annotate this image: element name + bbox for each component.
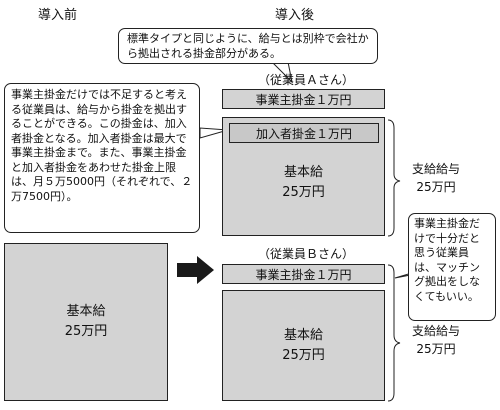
employee-b-base-salary-line1: 基本給	[283, 328, 323, 343]
employee-a-base-salary-line1: 基本給	[283, 165, 323, 180]
employee-b-paid-salary: 支給給与 25万円	[404, 322, 468, 358]
employee-a-member-contribution: 加入者掛金１万円	[229, 123, 379, 143]
left-callout: 事業主掛金だけでは不足すると考える従業員は、給与から掛金を拠出することができる。…	[4, 83, 200, 233]
heading-before: 導入前	[38, 8, 78, 23]
brace-a	[387, 119, 401, 237]
arrow-right	[177, 256, 214, 284]
brace-b	[387, 264, 401, 402]
left-callout-pointer	[199, 127, 229, 139]
top-callout: 標準タイプと同じように、給与とは別枠で会社から拠出される掛金部分がある。	[118, 28, 378, 64]
employee-b-employer-contribution-text: 事業主掛金１万円	[255, 267, 352, 282]
employee-a-employer-contribution: 事業主掛金１万円	[222, 89, 385, 109]
employee-a-paid-salary-line2: 25万円	[416, 180, 456, 194]
employee-b-employer-contribution: 事業主掛金１万円	[222, 264, 385, 284]
before-base-salary-box: 基本給 25万円	[4, 243, 168, 401]
employee-a-employer-contribution-text: 事業主掛金１万円	[255, 92, 352, 107]
employee-b-base-salary-box: 基本給 25万円	[222, 290, 385, 401]
employee-a-paid-salary: 支給給与 25万円	[404, 160, 468, 196]
before-base-salary: 基本給 25万円	[5, 302, 167, 342]
before-base-salary-line2: 25万円	[64, 324, 108, 339]
employee-a-paid-salary-line1: 支給給与	[411, 162, 460, 176]
employee-a-member-contribution-text: 加入者掛金１万円	[255, 126, 352, 141]
left-callout-text: 事業主掛金だけでは不足すると考える従業員は、給与から掛金を拠出することができる。…	[11, 88, 193, 203]
heading-after: 導入後	[275, 8, 315, 23]
top-callout-text: 標準タイプと同じように、給与とは別枠で会社から拠出される掛金部分がある。	[127, 32, 369, 60]
employee-b-label: （従業員Ｂさん）	[258, 247, 355, 261]
before-base-salary-line1: 基本給	[66, 304, 106, 319]
employee-b-paid-salary-line1: 支給給与	[411, 324, 460, 338]
right-callout-text: 事業主掛金だけで十分だと思う従業員は、マッチング拠出をしなくてもいい。	[414, 217, 480, 303]
employee-a-base-salary-box: 加入者掛金１万円 基本給 25万円	[222, 117, 385, 236]
employee-a-label: （従業員Ａさん）	[258, 73, 355, 87]
employee-a-base-salary: 基本給 25万円	[223, 163, 384, 203]
employee-a-base-salary-line2: 25万円	[282, 185, 325, 200]
right-callout: 事業主掛金だけで十分だと思う従業員は、マッチング拠出をしなくてもいい。	[408, 213, 496, 321]
employee-b-base-salary: 基本給 25万円	[223, 326, 384, 366]
employee-b-paid-salary-line2: 25万円	[416, 342, 456, 356]
employee-b-base-salary-line2: 25万円	[282, 348, 325, 363]
